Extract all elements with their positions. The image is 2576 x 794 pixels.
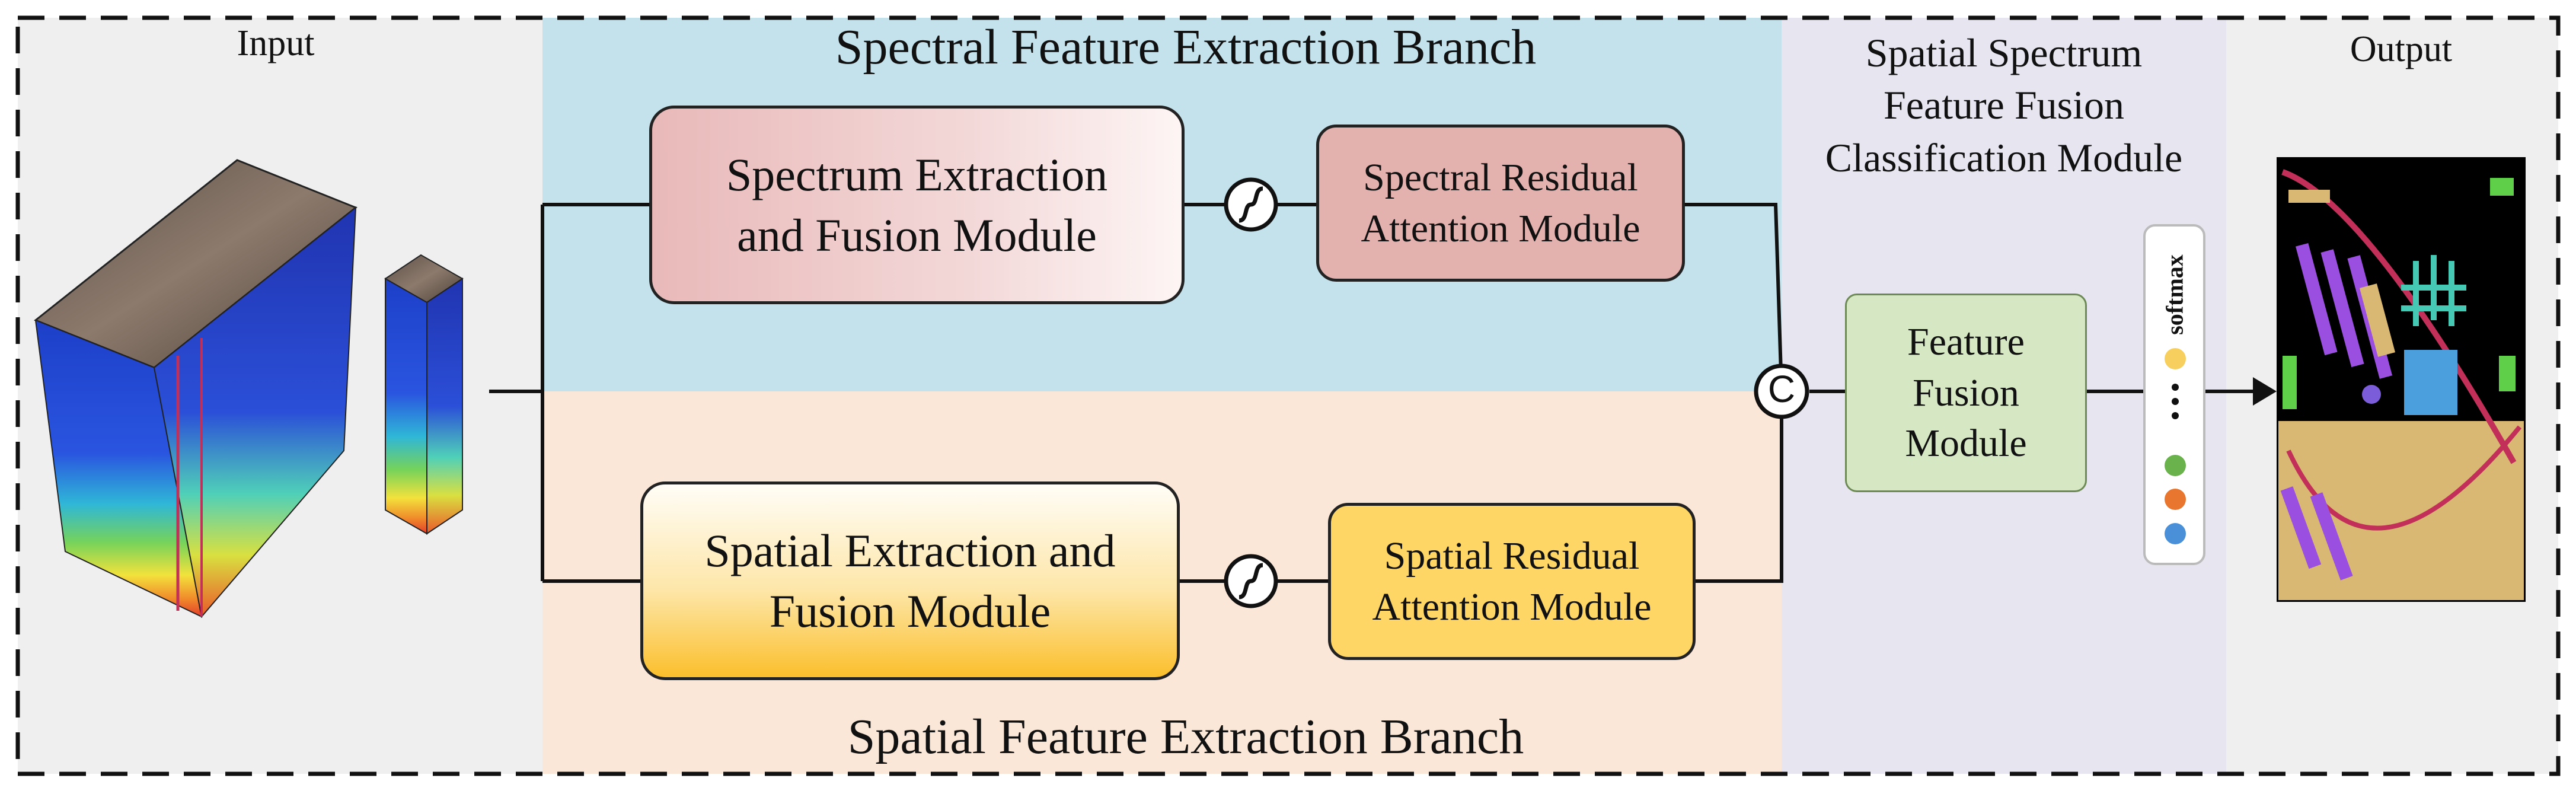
softmax-box: softmax: [2143, 224, 2205, 565]
fusion-title-line-1: Spatial Spectrum: [1865, 30, 2143, 75]
output-classification-map: [2277, 157, 2526, 602]
spatial-attention-line-2: Attention Module: [1372, 585, 1652, 629]
output-label: Output: [2350, 29, 2453, 69]
softmax-dot-green: [2165, 455, 2186, 476]
fusion-module-line-1: Feature: [1907, 320, 2025, 363]
spatial-residual-attention-module: Spatial Residual Attention Module: [1328, 503, 1696, 660]
input-hyperspectral-cube: [34, 159, 357, 618]
spectral-extract-line-1: Spectrum Extraction: [726, 149, 1108, 201]
fusion-section-title: Spatial Spectrum Feature Fusion Classifi…: [1790, 27, 2217, 184]
softmax-ellipsis-dots: [2172, 384, 2179, 419]
softmax-label: softmax: [2161, 254, 2188, 335]
spectral-attention-line-2: Attention Module: [1361, 206, 1640, 250]
spatial-activation-symbol: [1224, 554, 1278, 608]
softmax-dot-blue: [2165, 523, 2186, 544]
output-arrow-head: [2253, 377, 2277, 406]
spatial-attention-line-1: Spatial Residual: [1384, 534, 1640, 578]
fusion-title-line-2: Feature Fusion: [1883, 82, 2125, 128]
fusion-module-line-3: Module: [1905, 422, 2027, 465]
feature-fusion-module: Feature Fusion Module: [1845, 294, 2087, 492]
outer-dashed-border: [15, 15, 2561, 776]
softmax-dot-yellow: [2165, 348, 2186, 369]
spatial-extract-line-2: Fusion Module: [769, 585, 1051, 637]
input-label: Input: [237, 23, 315, 63]
input-patch-cube: [384, 254, 464, 535]
spectral-branch-title: Spectral Feature Extraction Branch: [835, 20, 1537, 75]
spectral-extract-line-2: and Fusion Module: [737, 209, 1097, 261]
spatial-branch-title: Spatial Feature Extraction Branch: [847, 709, 1524, 764]
spectral-residual-attention-module: Spectral Residual Attention Module: [1316, 125, 1685, 282]
spatial-extraction-fusion-module: Spatial Extraction and Fusion Module: [640, 481, 1180, 680]
softmax-dot-orange: [2165, 489, 2186, 510]
spectrum-extraction-fusion-module: Spectrum Extraction and Fusion Module: [649, 106, 1185, 304]
concat-symbol: [1754, 363, 1809, 419]
concat-letter: C: [1767, 368, 1796, 410]
spectral-activation-symbol: [1224, 177, 1278, 232]
connector-lines: [489, 203, 2256, 583]
fusion-title-line-3: Classification Module: [1825, 135, 2183, 180]
fusion-module-line-2: Fusion: [1913, 371, 2019, 414]
spatial-extract-line-1: Spatial Extraction and: [704, 525, 1116, 577]
spectral-attention-line-1: Spectral Residual: [1363, 155, 1638, 199]
